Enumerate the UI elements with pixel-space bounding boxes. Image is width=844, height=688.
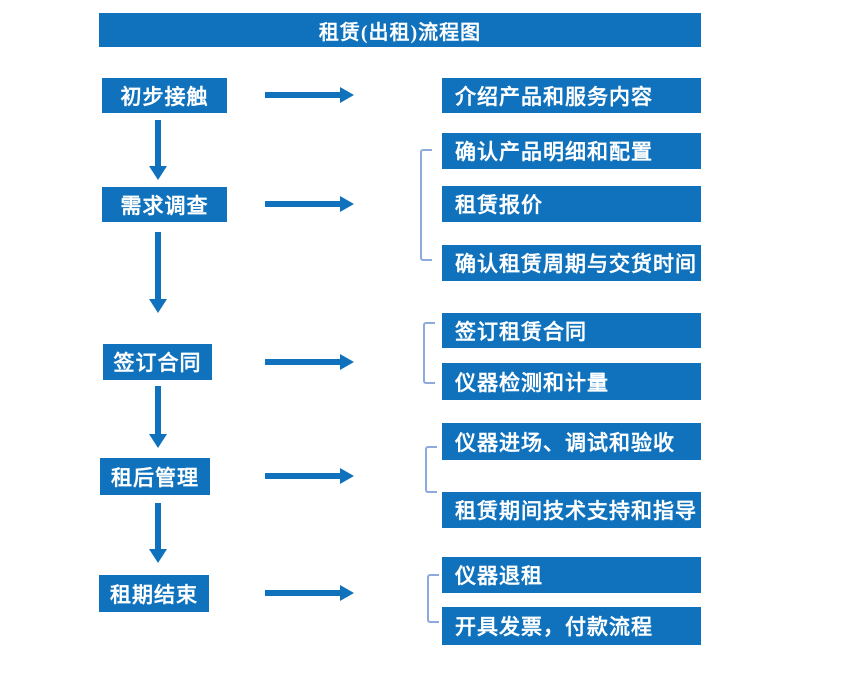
detail-confirm-product-config: 确认产品明细和配置 [442, 133, 701, 169]
down-arrow-icon [149, 120, 167, 180]
detail-confirm-period-delivery: 确认租赁周期与交货时间 [442, 245, 701, 281]
detail-instrument-return: 仪器退租 [442, 557, 701, 593]
step-initial-contact: 初步接触 [102, 78, 227, 113]
detail-sign-rental-contract: 签订租赁合同 [442, 313, 701, 348]
step-demand-survey: 需求调查 [102, 187, 227, 222]
flowchart-title-bar: 租赁(出租)流程图 [99, 13, 701, 47]
group-bracket-post-rental [425, 446, 437, 493]
detail-instrument-inspection: 仪器检测和计量 [442, 363, 701, 400]
down-arrow-icon [149, 386, 167, 448]
step-rental-end: 租期结束 [99, 575, 209, 612]
right-arrow-icon [265, 468, 354, 484]
flowchart-title: 租赁(出租)流程图 [318, 21, 482, 44]
detail-invoice-payment: 开具发票，付款流程 [442, 607, 701, 645]
right-arrow-icon [265, 585, 354, 601]
down-arrow-icon [149, 232, 167, 313]
detail-instrument-setup-acceptance: 仪器进场、调试和验收 [442, 423, 701, 460]
group-bracket-rental-end [427, 574, 439, 623]
detail-introduce-products-services: 介绍产品和服务内容 [442, 78, 701, 113]
detail-tech-support-guidance: 租赁期间技术支持和指导 [442, 492, 701, 528]
step-sign-contract: 签订合同 [103, 344, 212, 380]
right-arrow-icon [265, 87, 354, 103]
step-post-rental-management: 租后管理 [100, 458, 210, 495]
right-arrow-icon [265, 196, 354, 212]
group-bracket-sign-contract [423, 322, 435, 384]
down-arrow-icon [149, 503, 167, 563]
right-arrow-icon [265, 354, 354, 370]
detail-rental-quote: 租赁报价 [442, 186, 701, 222]
group-bracket-demand-survey [420, 149, 432, 261]
